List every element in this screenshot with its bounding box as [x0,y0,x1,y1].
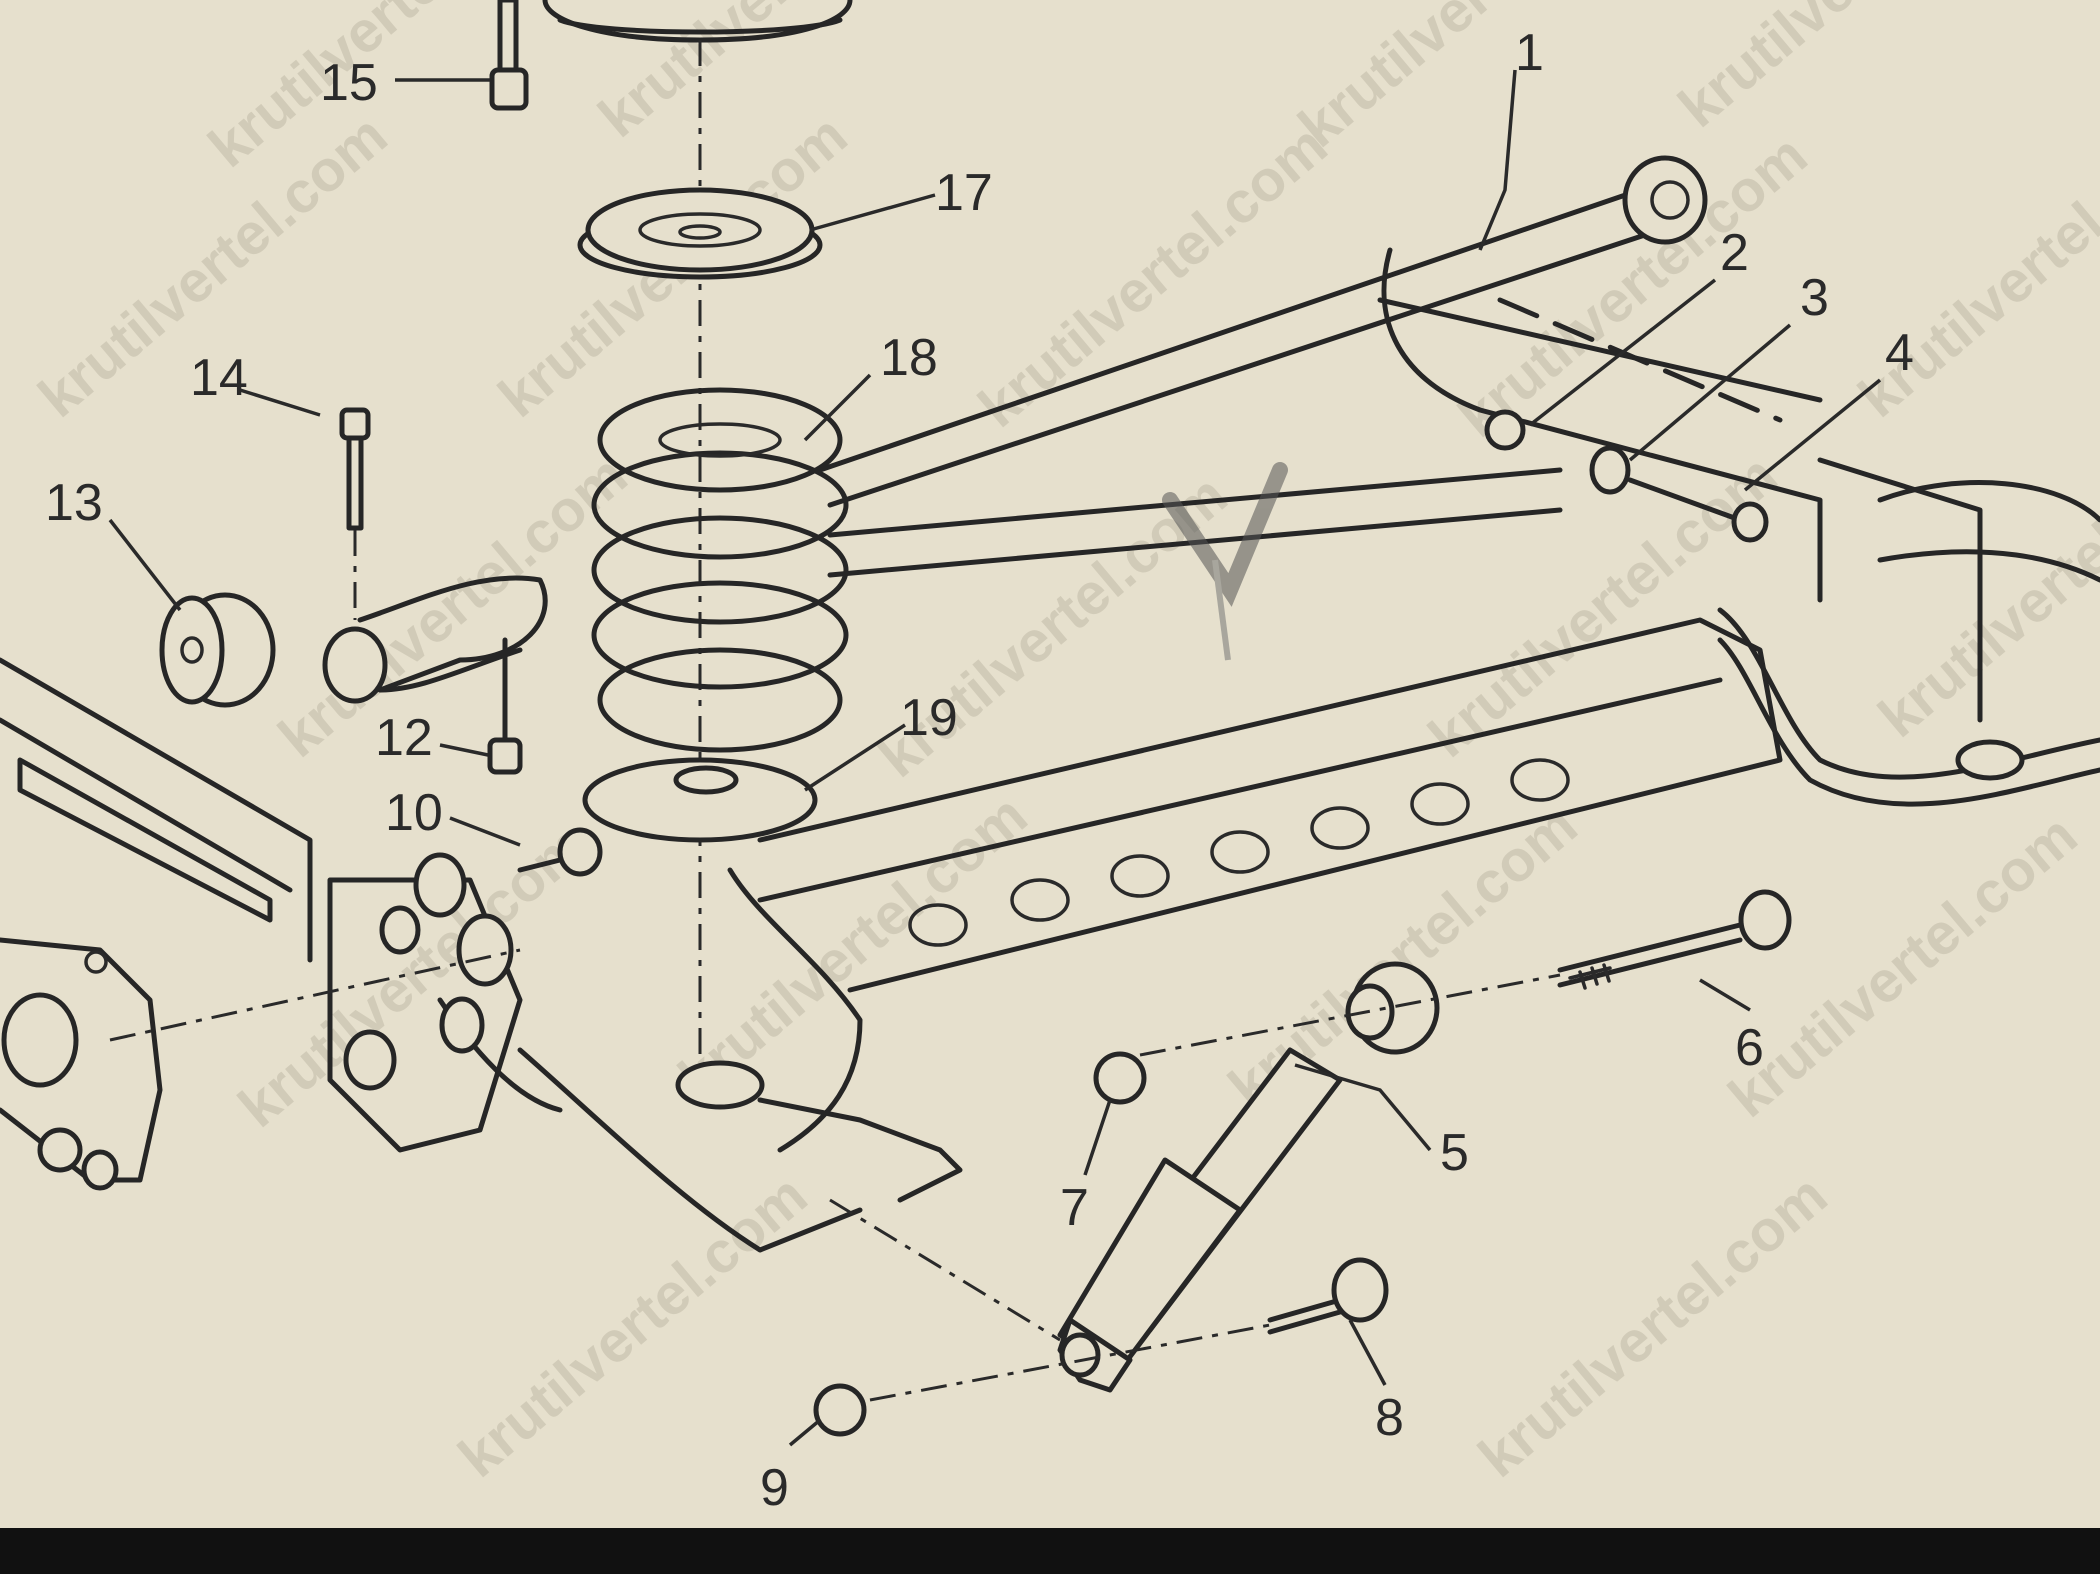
stabilizer-bar [1717,607,2100,807]
lower-arm [437,867,963,1253]
pencil-mark [1162,462,1288,661]
callout-17: 17 [935,164,993,222]
knuckle-mounting-bracket [327,852,523,1153]
link-bushing [322,626,388,704]
nut-7 [1093,1051,1147,1105]
bracket-centerline [109,948,521,1042]
callout-10: 10 [385,784,443,842]
paper-background [0,0,2100,1530]
parts-layer [0,0,2100,1437]
shock-upper-centerline [1139,973,1561,1057]
bolt-6 [1557,889,1792,990]
bolt-10 [517,827,603,877]
callout-4: 4 [1885,324,1914,382]
bolt-8 [1267,1257,1389,1335]
bushing-13 [159,592,276,708]
callout-6: 6 [1735,1019,1764,1077]
callout-3: 3 [1800,269,1829,327]
spring-insulator-17 [577,187,823,280]
shock-absorber-5 [1057,961,1440,1393]
callout-8: 8 [1375,1389,1404,1447]
crossmember-bracket [1377,247,2100,723]
spring-insulator-19 [582,757,818,843]
nut-9 [813,1383,867,1437]
axle-beam [757,617,1783,993]
callout-5: 5 [1440,1124,1469,1182]
bushing-2 [1484,409,1526,451]
trailing-link [357,575,548,693]
callout-1: 1 [1515,24,1544,82]
callout-2: 2 [1720,224,1749,282]
callout-18: 18 [880,329,938,387]
bushing-3 [1589,445,1631,495]
callout-labels: 1 2 3 4 5 6 7 8 9 10 12 13 14 15 17 18 1… [45,24,1914,1517]
bolt-15 [489,0,529,111]
callout-12: 12 [375,709,433,767]
callout-7: 7 [1060,1179,1089,1237]
callout-19: 19 [900,689,958,747]
callout-9: 9 [760,1459,789,1517]
left-frame-rail [0,657,313,963]
leader-lines [108,69,1882,1447]
callout-13: 13 [45,474,103,532]
screen-bezel [0,1528,2100,1574]
shock-lower-centerline [869,1323,1271,1402]
lower-arm-centerline [829,1198,1061,1342]
coil-spring-18 [591,387,849,753]
callout-15: 15 [320,54,378,112]
wheel-hub [0,937,163,1191]
callout-14: 14 [190,349,248,407]
bolt-4 [1627,477,1769,543]
bolt-14 [339,407,371,620]
bolt-12 [487,637,523,775]
